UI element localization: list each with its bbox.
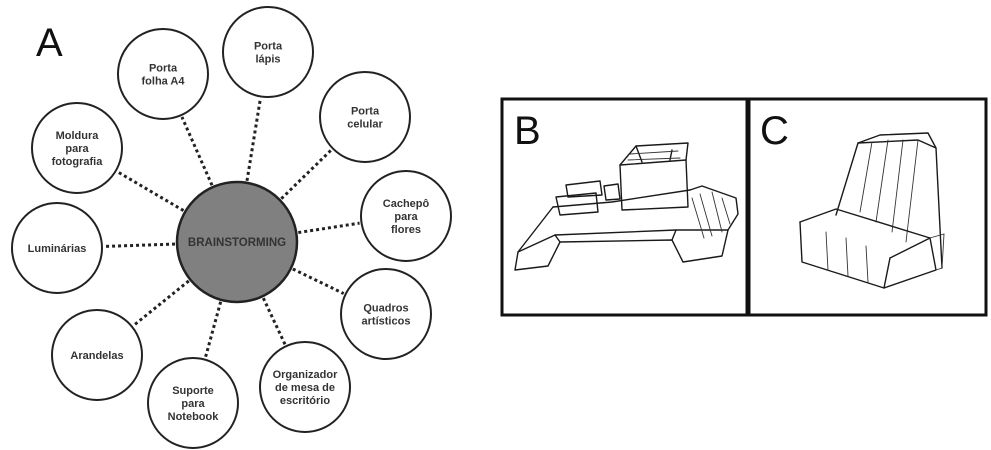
- idea-circle: [51, 309, 143, 401]
- idea-label-line: Suporte: [172, 385, 214, 397]
- panel-b-letter: B: [514, 109, 541, 153]
- hub-node: BRAINSTORMING: [175, 180, 299, 304]
- idea-circle: [11, 202, 103, 294]
- idea-label-line: Luminárias: [28, 243, 87, 255]
- idea-circle: [147, 357, 239, 449]
- idea-label-line: de mesa de: [275, 382, 335, 394]
- connector-moldura-para-fotografia: [116, 170, 185, 212]
- panel-b-frame: [500, 97, 749, 317]
- connector-suporte-para-notebook: [203, 301, 223, 359]
- idea-circle: [319, 71, 411, 163]
- phone-stand-sketch: [799, 132, 945, 289]
- connectors: [103, 98, 360, 359]
- idea-label-line: folha A4: [142, 76, 186, 88]
- connector-porta-folha-a4: [180, 116, 214, 186]
- panel-c: C: [747, 97, 988, 317]
- idea-label-line: Porta: [351, 106, 380, 118]
- idea-label-line: Organizador: [273, 369, 339, 381]
- panel-a-letter: A: [36, 21, 63, 65]
- idea-label-line: Porta: [254, 41, 283, 53]
- idea-label-line: artísticos: [362, 316, 411, 328]
- connector-arandelas: [132, 279, 190, 327]
- connector-porta-lapis: [245, 98, 262, 182]
- idea-label-line: lápis: [255, 54, 280, 66]
- idea-label-line: Notebook: [168, 411, 220, 423]
- idea-label-line: para: [394, 211, 418, 223]
- idea-label-line: Arandelas: [70, 350, 123, 362]
- idea-label-line: escritório: [280, 395, 330, 407]
- panel-c-letter: C: [760, 109, 789, 153]
- connector-cachepo-para-flores: [298, 221, 360, 235]
- idea-label-line: Porta: [149, 63, 178, 75]
- idea-label-line: para: [181, 398, 205, 410]
- panel-b: B: [500, 97, 749, 317]
- idea-circle: [31, 102, 123, 194]
- idea-label-line: flores: [391, 224, 421, 236]
- idea-label-line: Cachepô: [383, 198, 430, 210]
- idea-label-line: fotografia: [52, 156, 104, 168]
- connector-porta-celular: [280, 148, 333, 200]
- idea-node-luminarias: Luminárias: [11, 202, 103, 294]
- connector-luminarias: [103, 242, 176, 248]
- idea-label-line: Quadros: [363, 303, 408, 315]
- idea-circle: [360, 170, 452, 262]
- connector-quadros-artisticos: [292, 267, 345, 295]
- idea-node-arandelas: Arandelas: [51, 309, 143, 401]
- idea-circle: [259, 341, 351, 433]
- idea-label-line: para: [65, 143, 89, 155]
- hub-label: BRAINSTORMING: [188, 237, 286, 249]
- idea-circle: [222, 6, 314, 98]
- idea-label-line: Moldura: [56, 130, 100, 142]
- hub-circle: [175, 180, 299, 304]
- connector-organizador-de-mesa: [261, 297, 287, 346]
- idea-circle: [340, 268, 432, 360]
- idea-label-line: celular: [347, 119, 383, 131]
- desk-organizer-sketch: [514, 142, 739, 271]
- panel-c-frame: [747, 97, 988, 317]
- idea-circle: [117, 28, 209, 120]
